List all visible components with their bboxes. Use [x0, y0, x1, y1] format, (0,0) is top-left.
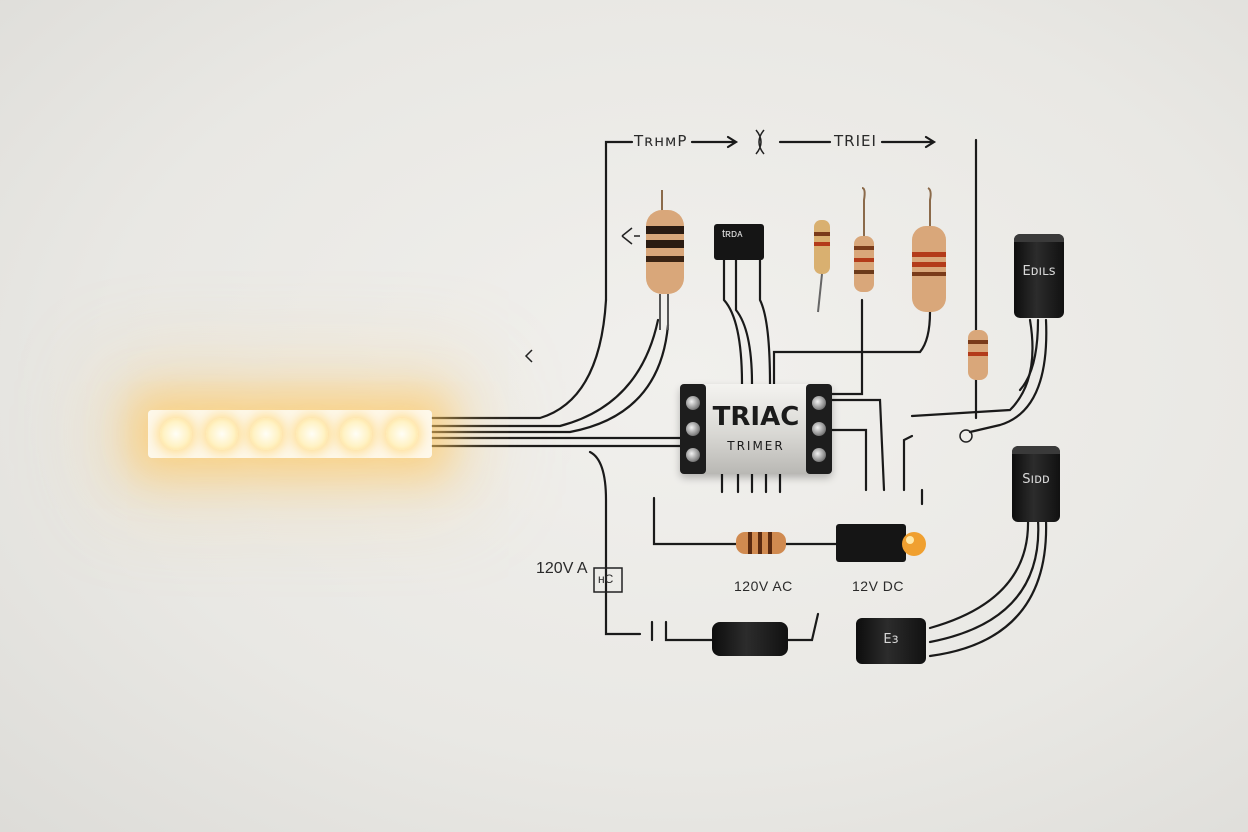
cap-bottom-wire-2 — [928, 518, 1040, 644]
led-6 — [386, 418, 418, 450]
mark-circle — [959, 429, 973, 443]
triac-pins — [720, 472, 782, 494]
relay-wire-2 — [734, 256, 754, 386]
relay-component — [714, 224, 764, 260]
res-wire-d — [830, 428, 868, 492]
res-wire-b — [830, 298, 864, 396]
led-wire-1 — [430, 298, 608, 420]
cap-bottom-wire-3 — [928, 518, 1048, 658]
screw-icon — [686, 422, 700, 436]
top-arrow-1 — [690, 135, 739, 149]
triac-right-terminal — [806, 384, 832, 474]
led-wire-2 — [430, 318, 660, 428]
label-box-mark: ʜC — [598, 572, 614, 586]
capacitor-middle-label: Sıᴅᴅ — [1022, 472, 1050, 487]
capacitor-bottom: Eɜ — [856, 618, 926, 664]
relay-wire-3 — [758, 256, 772, 386]
triac-subtitle: TRIMER — [727, 439, 785, 453]
label-dc: 12V DC — [852, 578, 905, 594]
capacitor-bottom-label: Eɜ — [883, 632, 899, 647]
top-arrow-3 — [880, 135, 937, 149]
lower-loop — [588, 450, 642, 636]
screw-icon — [686, 396, 700, 410]
screw-icon — [812, 396, 826, 410]
resistor-small-a — [814, 220, 830, 313]
led-wire-3 — [430, 323, 670, 434]
label-ac-center: 120V AC — [734, 578, 793, 594]
lower-branch — [652, 496, 738, 546]
capacitor-horizontal — [712, 622, 788, 656]
label-top-left: ΤʀʜᴍP — [634, 132, 688, 150]
mark-top-center — [755, 129, 765, 155]
cap-top-wire-2 — [968, 318, 1048, 434]
mark-bracket-left — [524, 349, 533, 363]
mark-box — [593, 567, 623, 593]
cap-top-wire-3 — [1018, 318, 1040, 392]
mark-arrow-left — [621, 227, 640, 245]
label-relay-mark: tʀᴅᴀ — [722, 228, 743, 240]
capacitor-middle: Sıᴅᴅ — [1012, 446, 1060, 522]
triac-title: TRIAC — [712, 402, 800, 432]
triac-module: TRIAC TRIMER — [680, 384, 832, 474]
led-3 — [250, 418, 282, 450]
top-bus-wire — [604, 140, 634, 302]
label-top-right: TRIEI — [834, 132, 877, 150]
led-4 — [296, 418, 328, 450]
led-1 — [160, 418, 192, 450]
capacitor-top-label: Eᴅıʟs — [1022, 264, 1056, 279]
led-strip — [148, 410, 432, 458]
resistor-large-left — [646, 190, 684, 330]
res-wire-a — [772, 310, 932, 386]
label-ac-left: 120V A — [536, 560, 588, 577]
resistor-small-b — [854, 187, 874, 292]
led-2 — [206, 418, 238, 450]
led-5 — [340, 418, 372, 450]
dc-chip — [836, 524, 926, 562]
res-wire-c — [830, 398, 886, 492]
resistor-horizontal — [736, 532, 786, 554]
lower-right-wire — [784, 612, 820, 642]
triac-left-terminal — [680, 384, 706, 474]
screw-icon — [812, 448, 826, 462]
lower-loop-2 — [650, 620, 714, 642]
cap-bottom-wire-1 — [928, 518, 1030, 630]
screw-icon — [686, 448, 700, 462]
res-wire-e — [902, 434, 914, 492]
screw-icon — [812, 422, 826, 436]
resistor-vertical-right — [968, 330, 988, 380]
resistor-medium — [912, 187, 946, 312]
capacitor-top: Eᴅıʟs — [1014, 234, 1064, 318]
relay-wire-1 — [722, 256, 744, 386]
